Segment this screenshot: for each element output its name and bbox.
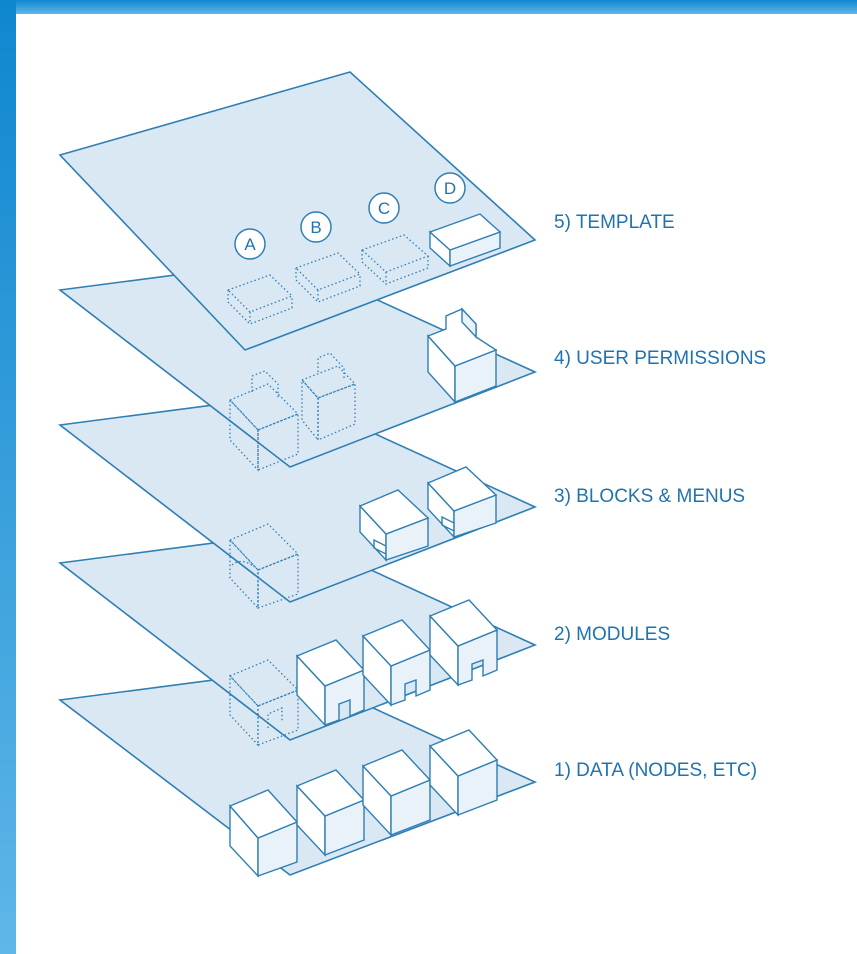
template-region-b-placeholder <box>294 252 362 303</box>
layer-3-blocks-menus: 3) BLOCKS & MENUS <box>57 394 745 610</box>
region-d-marker: D <box>434 172 466 204</box>
block-placeholder <box>228 523 300 610</box>
block-piece <box>358 489 430 562</box>
region-a-letter: A <box>244 235 256 254</box>
template-region-c-placeholder <box>360 234 430 285</box>
module-placeholder <box>228 659 300 747</box>
layer-4-label: 4) USER PERMISSIONS <box>554 348 766 369</box>
region-c-marker: C <box>368 192 400 224</box>
region-b-marker: B <box>300 211 332 243</box>
layer-1-label: 1) DATA (NODES, ETC) <box>554 760 757 781</box>
permission-piece <box>426 307 498 404</box>
layer-5-label: 5) TEMPLATE <box>554 212 675 233</box>
permission-placeholder <box>300 352 357 442</box>
data-cube <box>361 749 432 837</box>
frame-top-edge <box>0 0 857 14</box>
region-b-letter: B <box>310 218 321 237</box>
module-piece <box>428 599 499 687</box>
layer-1-data: 1) DATA (NODES, ETC) <box>57 669 757 878</box>
module-piece <box>295 639 366 727</box>
data-cube <box>295 769 366 857</box>
template-region-d-block <box>428 213 502 268</box>
data-cube <box>228 789 299 878</box>
template-region-a-placeholder <box>226 274 294 325</box>
region-d-letter: D <box>444 179 456 198</box>
permission-placeholder <box>228 370 300 472</box>
region-c-letter: C <box>378 199 390 218</box>
layer-4-user-permissions: 4) USER PERMISSIONS <box>57 259 766 472</box>
data-cube <box>428 729 499 817</box>
layer-3-label: 3) BLOCKS & MENUS <box>554 486 745 507</box>
layer-5-plane <box>58 71 537 351</box>
region-a-marker: A <box>234 228 266 260</box>
layer-2-label: 2) MODULES <box>554 624 670 645</box>
layer-5-template: A B C D 5) TEMPLATE <box>58 71 675 351</box>
frame-left-edge <box>0 0 16 954</box>
block-piece <box>426 466 498 539</box>
layer-2-modules: 2) MODULES <box>57 532 670 747</box>
